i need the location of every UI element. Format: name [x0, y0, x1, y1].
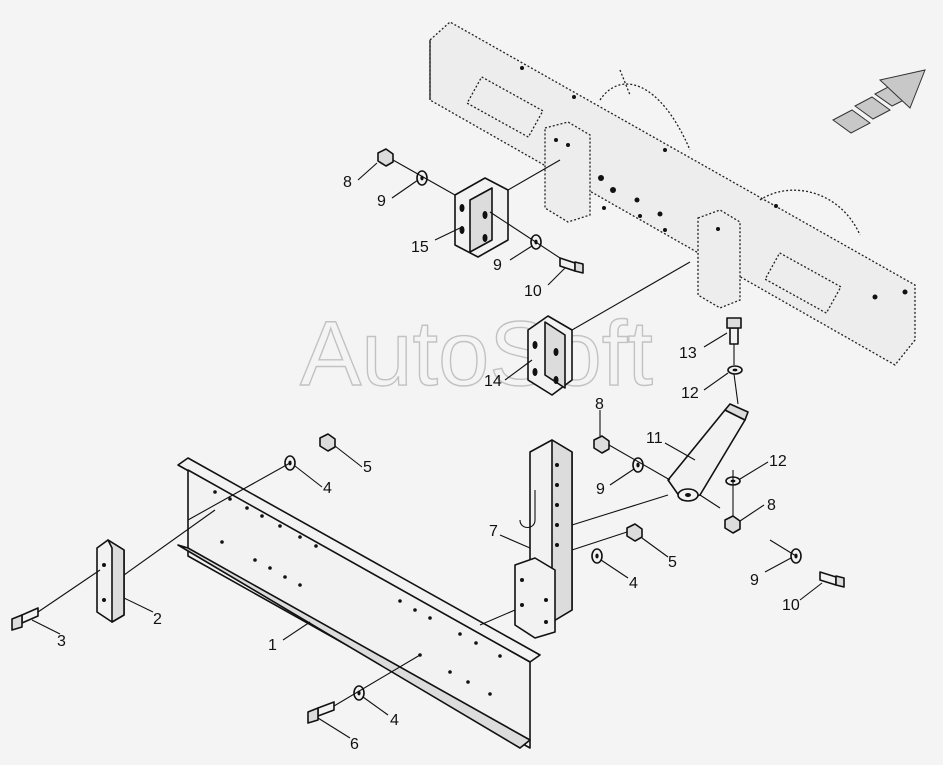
callout-2: 2: [153, 611, 162, 628]
callout-1: 1: [268, 637, 277, 654]
callout-9-lower: 9: [750, 572, 759, 589]
link-arm-11: [667, 403, 749, 502]
post-7: [514, 439, 573, 639]
bolt-6: [307, 701, 335, 724]
bracket-14: [527, 315, 573, 396]
leader-lines: [31, 162, 823, 739]
callout-12-lower: 12: [769, 453, 787, 470]
forward-direction-arrow: [832, 69, 926, 134]
callout-10-upper: 10: [524, 283, 542, 300]
callout-9-upper: 9: [377, 193, 386, 210]
callout-8-lower: 8: [767, 497, 776, 514]
callout-6: 6: [350, 736, 359, 753]
callout-12-upper: 12: [681, 385, 699, 402]
nut-5-right: [626, 523, 643, 542]
bolt-10-lower: [819, 571, 845, 588]
callout-labels: 8 9 15 9 10 14 13 12 8 11 9 12 8 7 5 4 9…: [57, 174, 800, 753]
callout-5-right: 5: [668, 554, 677, 571]
callout-7: 7: [489, 523, 498, 540]
callout-10-lower: 10: [782, 597, 800, 614]
nut-8-mid: [593, 435, 610, 454]
nut-8-lower: [724, 515, 741, 534]
spacer-block-2: [96, 539, 125, 623]
callout-14: 14: [484, 373, 502, 390]
callout-8-mid: 8: [595, 396, 604, 413]
callout-11: 11: [646, 430, 663, 447]
bolt-10-upper: [559, 257, 584, 274]
callout-3: 3: [57, 633, 66, 650]
callout-15: 15: [411, 239, 429, 256]
callout-4-left: 4: [323, 480, 332, 497]
bolt-13: [726, 317, 742, 345]
channel-beam-1: [177, 457, 541, 749]
vehicle-frame-ghost: [429, 21, 916, 366]
callout-4-right: 4: [629, 575, 638, 592]
nut-5-left: [319, 433, 336, 452]
bolt-3: [11, 607, 39, 631]
callout-4-bottom: 4: [390, 712, 399, 729]
bracket-15: [454, 177, 509, 258]
callout-5-left: 5: [363, 459, 372, 476]
callout-13: 13: [679, 345, 697, 362]
nut-8-upper: [377, 148, 394, 167]
callout-9-mid: 9: [493, 257, 502, 274]
assembly-lines: [37, 159, 797, 707]
callout-8-upper: 8: [343, 174, 352, 191]
callout-9-link: 9: [596, 481, 605, 498]
beam-holes: [213, 490, 502, 696]
watermark-text: AutoSoft: [300, 303, 653, 405]
